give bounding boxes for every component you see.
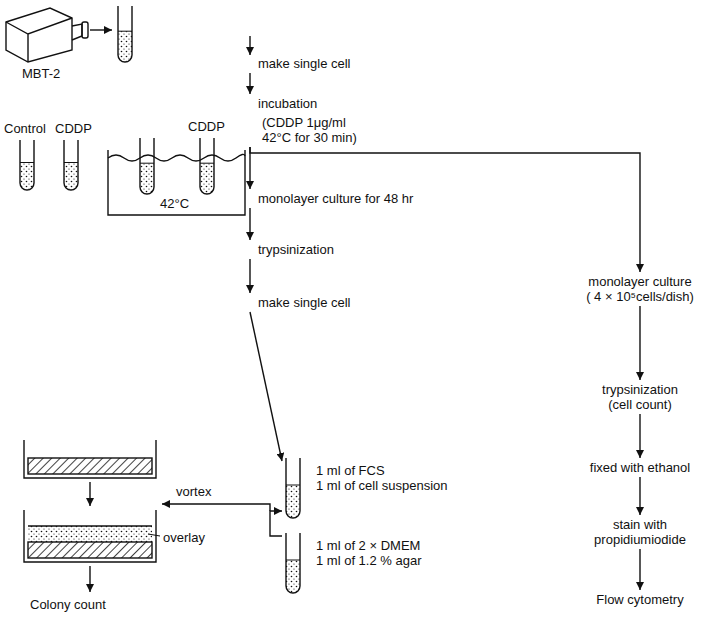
step-text: monolayer culture for 48 hr xyxy=(258,191,413,206)
step-node: monolayer culture for 48 hr xyxy=(242,189,417,208)
culture-flask xyxy=(6,8,88,62)
test-tube xyxy=(286,458,300,518)
test-tube xyxy=(286,533,300,593)
figure-label: MBT-2 xyxy=(22,66,60,81)
figure-label: vortex xyxy=(176,484,211,499)
step-text: trypsinization xyxy=(602,382,678,397)
step-node: monolayer culture( 4 × 10⁵cells/dish) xyxy=(582,272,698,306)
step-text: incubation xyxy=(258,96,370,111)
flow-arrow xyxy=(639,549,640,590)
step-text: (CDDP 1μg/ml 42°C for 30 min) xyxy=(262,115,370,145)
step-text: make single cell xyxy=(258,56,351,71)
figure-label: Colony count xyxy=(30,597,106,612)
flow-arrow xyxy=(249,259,250,293)
step-text: stain with propidiumiodide xyxy=(594,517,686,547)
step-text: Flow cytometry xyxy=(596,592,683,607)
step-text: fixed with ethanol xyxy=(590,460,690,475)
step-text: make single cell xyxy=(258,295,351,310)
flow-arrow xyxy=(639,414,640,458)
figure-label: CDDP xyxy=(188,119,225,134)
flow-arrow xyxy=(249,208,250,240)
petri-dish xyxy=(24,440,156,478)
step-node: Flow cytometry xyxy=(592,590,687,609)
step-node: trypsinization(cell count) xyxy=(598,380,682,414)
flow-arrow xyxy=(250,312,282,461)
step-text: 1 ml of 1.2 % agar xyxy=(316,553,422,568)
leader-line xyxy=(148,534,160,536)
figure-label: CDDP xyxy=(55,121,92,136)
figure-label: Control xyxy=(4,121,46,136)
test-tube xyxy=(140,138,154,194)
step-arrow xyxy=(89,566,90,592)
test-tube xyxy=(64,140,78,190)
test-tube xyxy=(200,138,214,194)
step-text: (cell count) xyxy=(602,397,678,412)
flow-arrow xyxy=(249,73,250,94)
step-text: monolayer culture xyxy=(586,274,694,289)
step-text: 1 ml of 2 × DMEM xyxy=(316,538,422,553)
step-node: 1 ml of 2 × DMEM1 ml of 1.2 % agar xyxy=(282,530,426,594)
step-node: incubation (CDDP 1μg/ml 42°C for 30 min) xyxy=(242,94,374,147)
step-text: trypsinization xyxy=(258,242,334,257)
step-node: 1 ml of FCS1 ml of cell suspension xyxy=(282,455,452,519)
step-text: 1 ml of FCS xyxy=(316,463,448,478)
flow-arrow xyxy=(270,511,282,536)
transfer-arrow xyxy=(90,29,112,30)
vortex-arrow xyxy=(162,504,270,511)
test-tube xyxy=(20,140,34,190)
step-node: fixed with ethanol xyxy=(586,458,694,477)
water-bath xyxy=(108,150,245,215)
figure-label: overlay xyxy=(163,530,205,545)
flow-line xyxy=(249,36,250,55)
flow-arrow xyxy=(639,306,640,380)
step-node: make single cell xyxy=(242,293,355,312)
step-node: make single cell xyxy=(242,54,355,73)
flow-arrow xyxy=(250,147,640,272)
test-tube xyxy=(118,6,132,62)
step-arrow xyxy=(89,482,90,506)
step-node: stain with propidiumiodide xyxy=(590,515,690,549)
step-text: ( 4 × 10⁵cells/dish) xyxy=(586,289,694,304)
flow-arrow xyxy=(639,477,640,515)
step-text: 1 ml of cell suspension xyxy=(316,478,448,493)
petri-dish-overlay xyxy=(24,510,156,562)
figure-label: 42°C xyxy=(160,196,189,211)
step-node: trypsinization xyxy=(242,240,338,259)
